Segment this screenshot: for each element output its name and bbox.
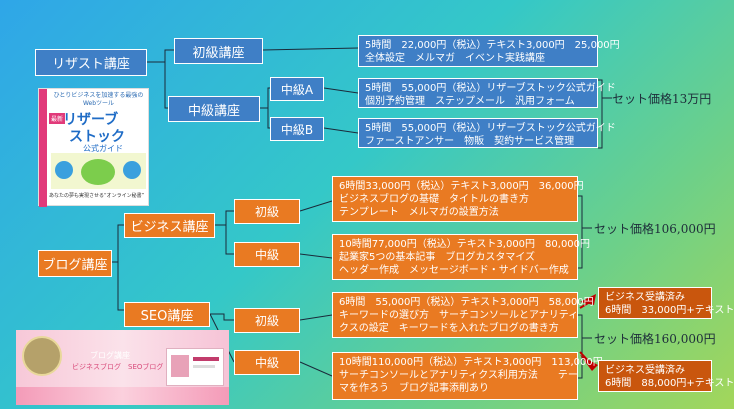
resist-mid-b-node: 中級B <box>270 117 324 141</box>
detail-line: 全体設定 メルマガ イベント実践講座 <box>365 53 545 64</box>
seo-intermediate-discount-box: ビジネス受講済み 6時間 88,000円+テキスト <box>598 360 734 392</box>
resist-beginner-node: 初級講座 <box>174 38 263 64</box>
book-title-line2: ストック <box>69 129 125 145</box>
blog-business-beginner-detail: 6時間33,000円（税込）テキスト3,000円 36,000円 ビジネスブログ… <box>332 176 584 222</box>
detail-line: 5時間 22,000円（税込）テキスト3,000円 25,000円 <box>365 40 620 51</box>
resist-beginner-detail: 5時間 22,000円（税込）テキスト3,000円 25,000円 全体設定 メ… <box>358 35 620 67</box>
detail-line: 6時間 33,000円+テキスト <box>605 305 734 316</box>
book-badge: 最新 <box>49 113 66 124</box>
book-footer: あなたの夢も実現させる“オンライン秘書” <box>49 193 145 199</box>
blog-seo-beginner-node: 初級 <box>234 308 300 333</box>
seo-beginner-discount-box: ビジネス受講済み 6時間 33,000円+テキスト <box>598 287 734 319</box>
blog-root-node: ブログ講座 <box>38 250 112 277</box>
character-illustration <box>81 159 115 185</box>
banner-sub: ビジネスブログ SEOブログ <box>72 363 164 371</box>
blog-seo-set-price: セット価格160,000円 <box>594 332 716 346</box>
banner-label: ブログ講座 <box>90 351 130 360</box>
blog-business-beginner-node: 初級 <box>234 199 300 224</box>
book-illustration <box>51 153 146 189</box>
emblem-icon <box>22 336 62 376</box>
book-spine <box>39 89 47 207</box>
resist-mid-a-node: 中級A <box>270 77 324 101</box>
detail-line: ビジネス受講済み <box>605 365 685 376</box>
thumbnail-text <box>193 357 219 361</box>
blog-seo-intermediate-node: 中級 <box>234 350 300 375</box>
blog-seo-beginner-detail: 6時間 55,000円（税込）テキスト3,000円 58,000円 キーワードの… <box>332 292 594 338</box>
blog-course-banner-image: ブログ講座 ビジネスブログ SEOブログ <box>16 330 229 405</box>
resist-intermediate-node: 中級講座 <box>168 96 260 122</box>
bubble-icon <box>123 161 141 179</box>
detail-line: 6時間33,000円（税込）テキスト3,000円 36,000円 <box>339 181 584 192</box>
detail-line: テンプレート メルマガの設置方法 <box>339 207 499 218</box>
detail-line: マを作ろう ブログ記事添削あり <box>339 383 489 394</box>
detail-line: 10時間77,000円（税込）テキスト3,000円 80,000円 <box>339 239 591 250</box>
book-subtitle: 公式ガイド <box>83 144 123 153</box>
detail-line: ファーストアンサー 物販 契約サービス管理 <box>365 136 575 147</box>
detail-line: キーワードの選び方 サーチコンソールとアナリティ <box>339 310 579 321</box>
detail-line: サーチコンソールとアナリティクス利用方法 テー <box>339 370 578 381</box>
blog-business-set-price: セット価格106,000円 <box>594 222 716 236</box>
blog-seo-node: SEO講座 <box>124 302 210 327</box>
blog-business-node: ビジネス講座 <box>124 213 215 238</box>
resist-mid-a-detail: 5時間 55,000円（税込）リザーブストック公式ガイド 個別予約管理 ステップ… <box>358 78 616 108</box>
detail-line: ビジネス受講済み <box>605 292 685 303</box>
detail-line: クスの設定 キーワードを入れたブログの書き方 <box>339 323 559 334</box>
detail-line: 個別予約管理 ステップメール 汎用フォーム <box>365 96 575 107</box>
blog-business-intermediate-node: 中級 <box>234 242 300 267</box>
detail-line: ビジネスブログの基礎 タイトルの書き方 <box>339 194 529 205</box>
resist-mid-b-detail: 5時間 55,000円（税込）リザーブストック公式ガイド ファーストアンサー 物… <box>358 118 616 148</box>
bubble-icon <box>55 161 73 179</box>
detail-line: ヘッダー作成 メッセージボード・サイドバー作成 <box>339 265 569 276</box>
book-tagline: ひとりビジネスを加速する最強のWebツール <box>53 92 144 107</box>
banner-screen-thumbnail <box>166 348 224 386</box>
blog-business-intermediate-detail: 10時間77,000円（税込）テキスト3,000円 80,000円 起業家5つの… <box>332 234 590 280</box>
detail-line: 起業家5つの基本記事 ブログカスタマイズ <box>339 252 536 263</box>
detail-line: 5時間 55,000円（税込）リザーブストック公式ガイド <box>365 123 616 134</box>
detail-line: 6時間 88,000円+テキスト <box>605 378 734 389</box>
detail-line: 10時間110,000円（税込）テキスト3,000円 113,000円 <box>339 357 603 368</box>
detail-line: 5時間 55,000円（税込）リザーブストック公式ガイド <box>365 83 616 94</box>
detail-line: 6時間 55,000円（税込）テキスト3,000円 58,000円 <box>339 297 594 308</box>
resist-set-price: セット価格13万円 <box>612 92 712 106</box>
flower-decoration <box>16 387 229 405</box>
book-title-line1: リザーブ <box>63 112 119 128</box>
blog-seo-intermediate-detail: 10時間110,000円（税込）テキスト3,000円 113,000円 サーチコ… <box>332 352 603 400</box>
resist-root-node: リザスト講座 <box>35 49 147 76</box>
reservestock-guide-book-cover: ひとりビジネスを加速する最強のWebツール 最新 リザーブ ストック 公式ガイド… <box>38 88 149 207</box>
thumbnail-photo <box>171 355 189 377</box>
thumbnail-text <box>193 365 215 368</box>
